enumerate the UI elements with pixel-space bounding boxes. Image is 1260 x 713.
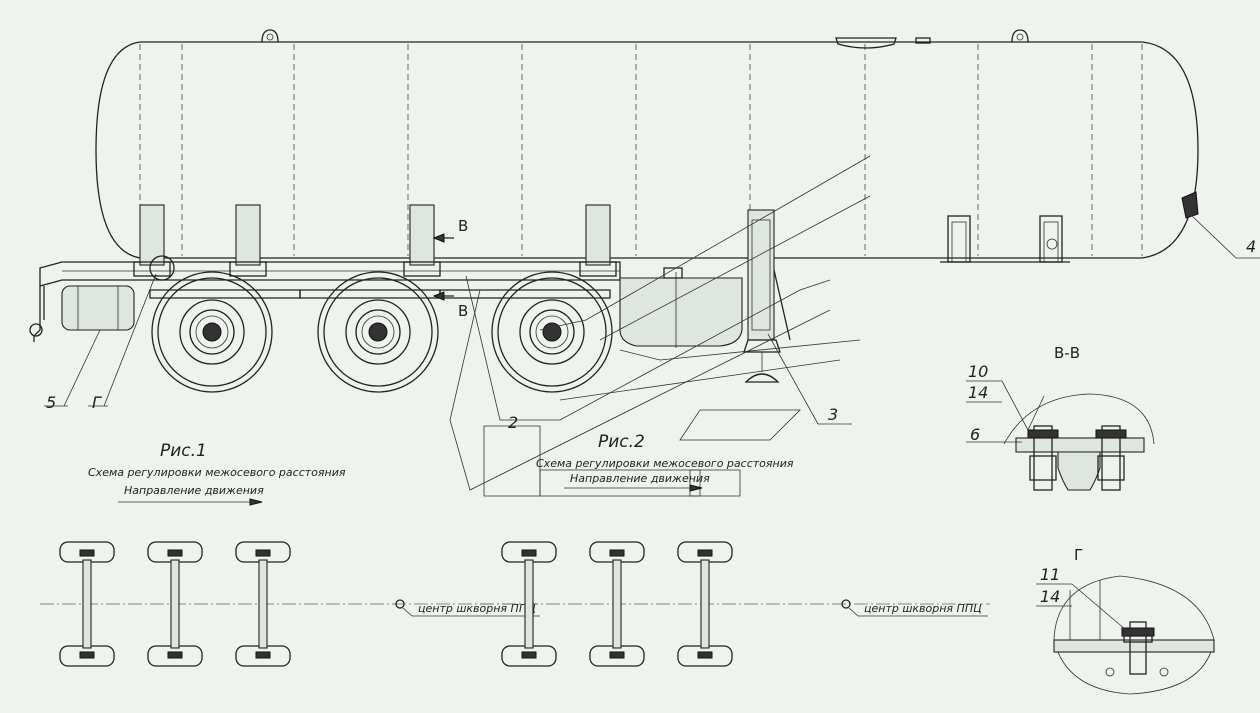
callout-g: Г [92, 393, 102, 412]
fig2-captions: Рис.2 Схема регулировки межосевого расст… [536, 432, 794, 492]
section-g-callout-11: 11 [1040, 565, 1060, 584]
fig1-direction: Направление движения [124, 484, 264, 497]
callout-5: 5 [46, 393, 56, 412]
axle-scheme-fig1: центр шкворня ППЦ [40, 541, 540, 667]
callout-4: 4 [1246, 237, 1256, 256]
fig1-title: Рис.1 [160, 441, 207, 461]
fig2-direction: Направление движения [570, 472, 710, 485]
fig2-kingpin-label: центр шкворня ППЦ [864, 602, 982, 615]
section-bb-title: В-В [1054, 344, 1080, 362]
fig2-subtitle: Схема регулировки межосевого расстояния [536, 457, 794, 470]
fig1-kingpin-label: центр шкворня ППЦ [418, 602, 536, 615]
section-g-title: Г [1074, 546, 1083, 564]
section-bb-callout-14: 14 [968, 383, 988, 402]
toolbox [619, 267, 743, 348]
wheel-2 [317, 271, 439, 393]
wheel-3 [491, 271, 613, 393]
wheel-1 [151, 271, 273, 393]
section-bb-callout-6: 6 [970, 425, 980, 444]
section-g-detail: Г 11 14 [1036, 546, 1215, 695]
landing-gear [743, 209, 791, 383]
chassis-frame [29, 204, 621, 342]
section-marks: В В [432, 217, 468, 320]
callout-3: 3 [828, 405, 838, 424]
section-bb-detail: В-В 10 14 6 [966, 344, 1155, 491]
section-g-callout-14: 14 [1040, 587, 1060, 606]
fig1-captions: Рис.1 Схема регулировки межосевого расст… [88, 441, 346, 506]
section-b-top-label: В [458, 217, 468, 235]
leader-lines [44, 155, 1260, 497]
axle-scheme-fig2: центр шкворня ППЦ [480, 541, 990, 667]
callout-2: 2 [508, 413, 518, 432]
section-b-bottom-label: В [458, 302, 468, 320]
section-bb-callout-10: 10 [968, 362, 988, 381]
fig1-subtitle: Схема регулировки межосевого расстояния [88, 466, 346, 479]
tank [95, 29, 1199, 263]
fig2-title: Рис.2 [598, 432, 645, 452]
